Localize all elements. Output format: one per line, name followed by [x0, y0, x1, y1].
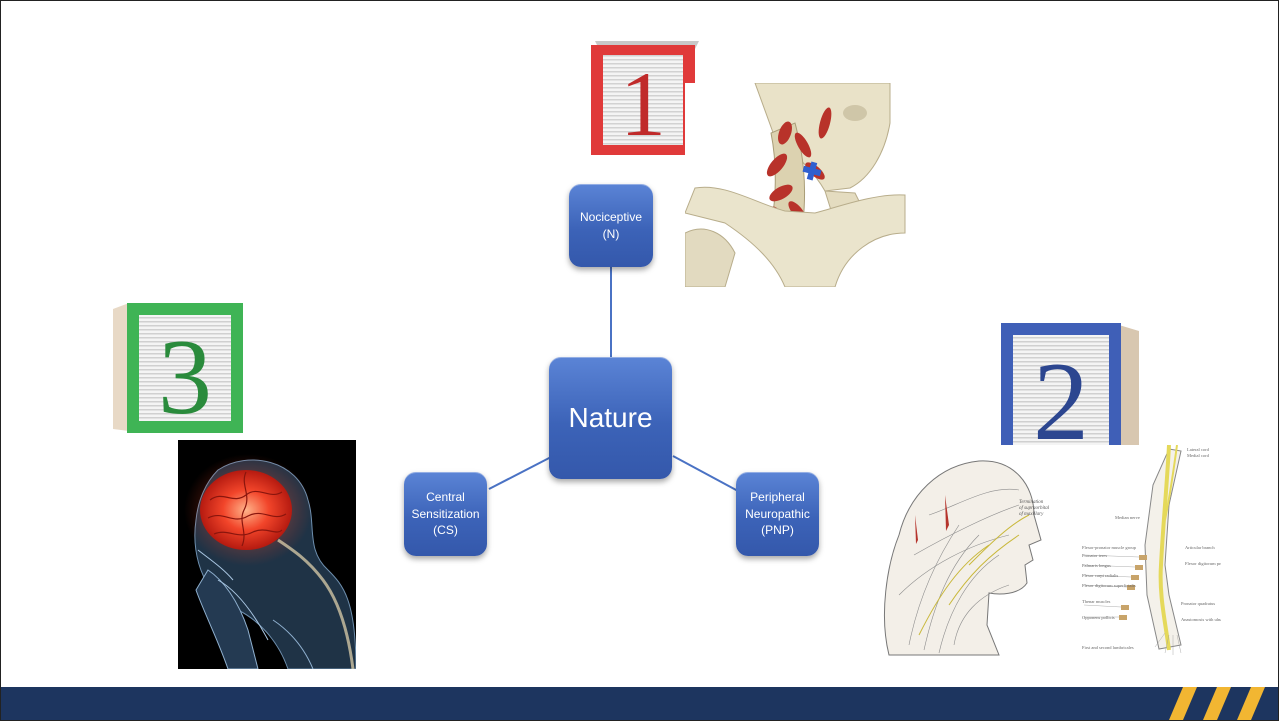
svg-text:Flexor digitorum profundus: Flexor digitorum profundus — [1185, 561, 1221, 566]
svg-text:Articular branch: Articular branch — [1185, 545, 1215, 550]
block-1-number: 1 — [620, 53, 666, 155]
center-node: Nature — [549, 357, 672, 479]
svg-text:Flexor-pronator muscle group: Flexor-pronator muscle group — [1082, 545, 1137, 550]
number-block-1: 1 — [587, 39, 701, 159]
neck-anatomy-illustration — [685, 83, 907, 287]
svg-text:Thenar muscles: Thenar muscles — [1082, 599, 1111, 604]
svg-text:Median nerve: Median nerve — [1115, 515, 1140, 520]
svg-text:Flexor digitorum superficialis: Flexor digitorum superficialis — [1082, 583, 1136, 588]
node-central-sensitization: Central Sensitization (CS) — [404, 472, 487, 556]
svg-text:Medial cord: Medial cord — [1187, 453, 1210, 458]
connector-cs — [489, 456, 553, 489]
svg-text:Opponens pollicis: Opponens pollicis — [1082, 615, 1115, 620]
footer-bar — [1, 687, 1278, 720]
nerve-illustration: Termination of supraorbital of maxillary… — [869, 445, 1221, 659]
svg-text:Flexor carpi radialis: Flexor carpi radialis — [1082, 573, 1118, 578]
svg-text:First and second lumbricales: First and second lumbricales — [1082, 645, 1134, 650]
svg-text:of supraorbital: of supraorbital — [1019, 506, 1050, 511]
number-block-2: 2 — [999, 321, 1141, 463]
footer-stripes-icon — [1151, 687, 1278, 720]
svg-text:Pronator teres: Pronator teres — [1082, 553, 1107, 558]
node-nociceptive: Nociceptive (N) — [569, 184, 653, 267]
svg-text:Pronator quadratus: Pronator quadratus — [1181, 601, 1215, 606]
node-nociceptive-label: Nociceptive (N) — [580, 209, 642, 243]
connector-pnp — [673, 456, 738, 491]
block-3-number: 3 — [158, 318, 212, 435]
svg-text:Palmaris longus: Palmaris longus — [1082, 563, 1111, 568]
node-peripheral-neuropathic: Peripheral Neuropathic (PNP) — [736, 472, 819, 556]
svg-text:Lateral cord: Lateral cord — [1187, 447, 1210, 452]
svg-text:Termination: Termination — [1019, 500, 1044, 505]
center-node-label: Nature — [568, 398, 652, 437]
svg-text:of maxillary: of maxillary — [1019, 512, 1044, 517]
number-block-3: 3 — [109, 301, 247, 435]
node-central-sensitization-label: Central Sensitization (CS) — [411, 489, 479, 539]
svg-text:Anastomosis with ulnar nerve: Anastomosis with ulnar nerve — [1181, 617, 1221, 622]
brain-headache-image — [178, 440, 356, 669]
node-peripheral-neuropathic-label: Peripheral Neuropathic (PNP) — [745, 489, 810, 539]
